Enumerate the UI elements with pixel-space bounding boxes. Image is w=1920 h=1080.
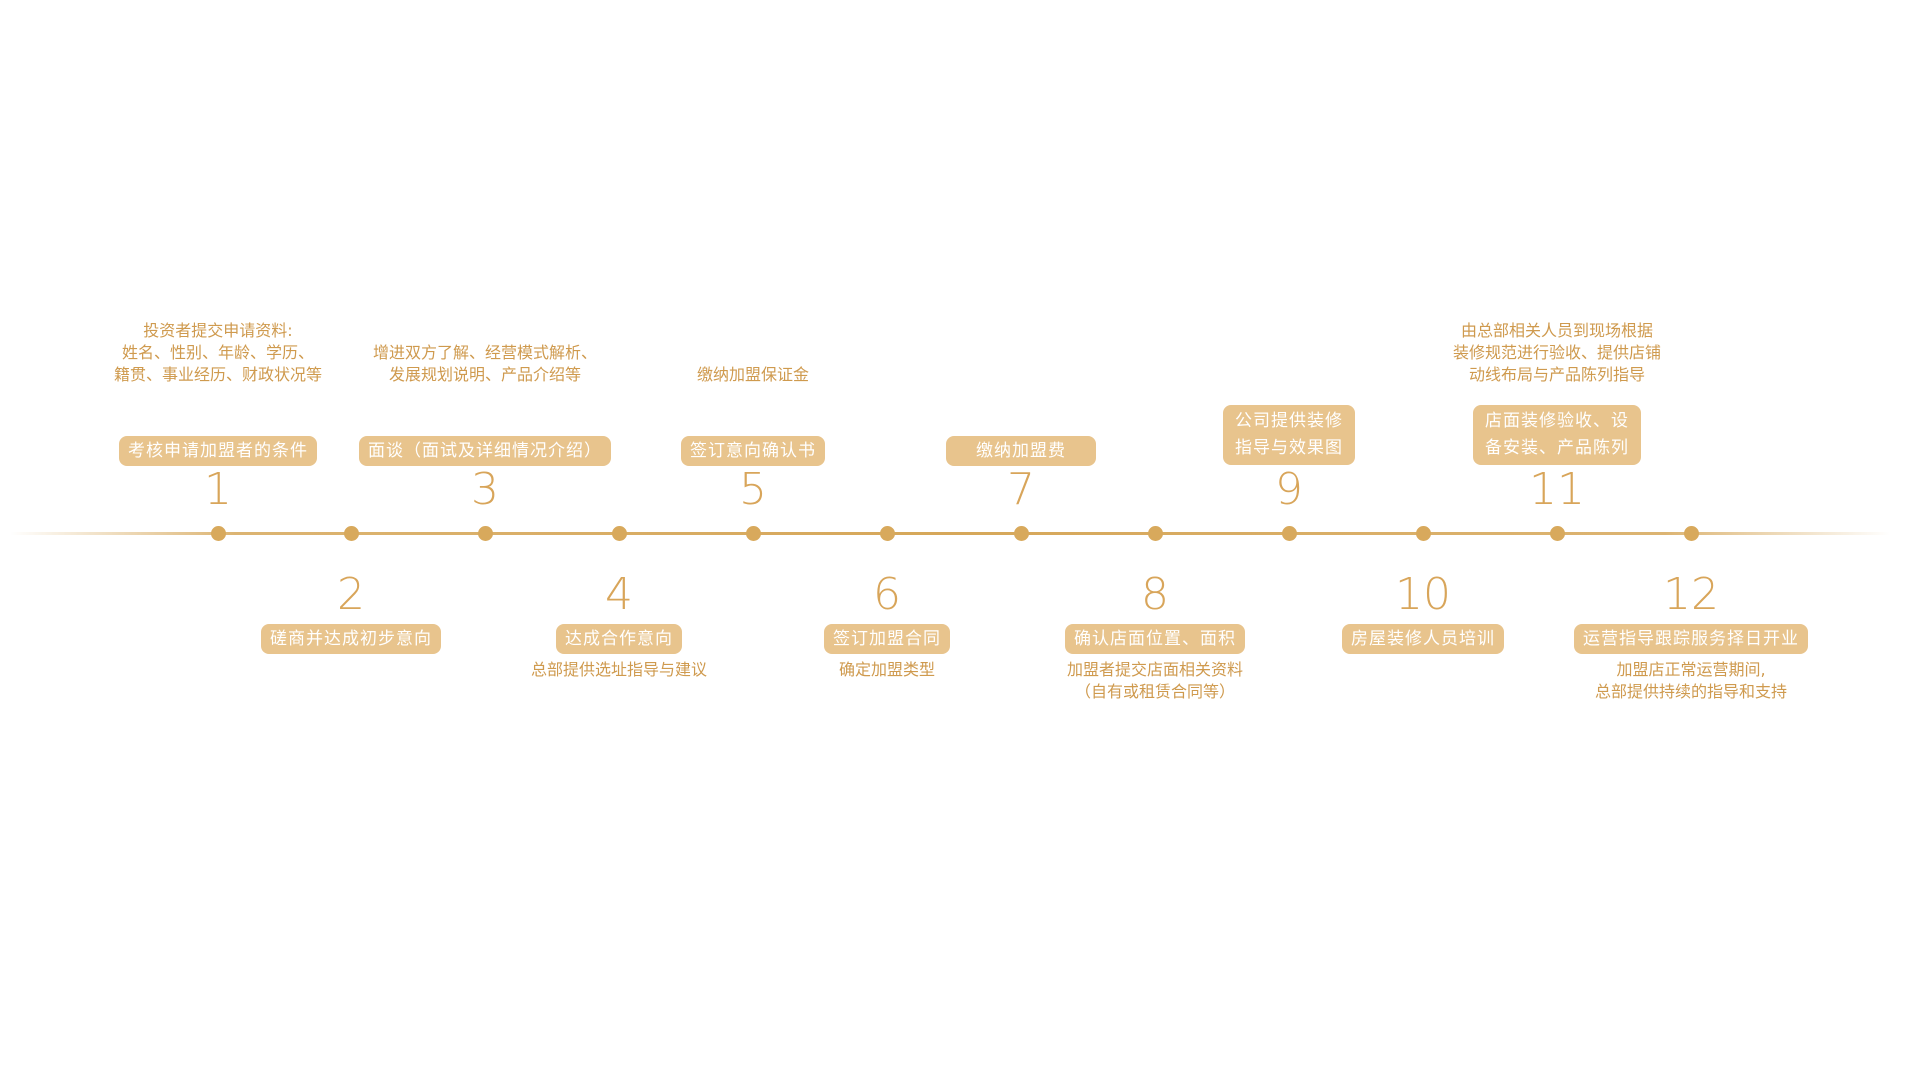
timeline-dot [1281,526,1297,541]
step-11-description: 由总部相关人员到现场根据 装修规范进行验收、提供店铺 动线布局与产品陈列指导 [1452,321,1661,384]
step-3-description: 增进双方了解、经营模式解析、 发展规划说明、产品介绍等 [372,343,597,384]
timeline-dot [879,526,895,541]
timeline-dot [1415,526,1431,541]
step-6-label: 签订加盟合同 [824,624,950,654]
step-2-number: 2 [337,569,365,620]
step-5-number: 5 [739,464,767,515]
timeline-dot [745,526,761,541]
step-7-number: 7 [1007,464,1035,515]
step-1-number: 1 [204,464,232,515]
step-9-number: 9 [1275,464,1303,515]
step-12-label: 运营指导跟踪服务择日开业 [1574,624,1808,654]
timeline-dot [1549,526,1565,541]
step-11-number: 11 [1529,464,1585,515]
step-3-label: 面谈（面试及详细情况介绍） [359,436,611,466]
timeline-dot [1683,526,1699,541]
timeline-dot [1013,526,1029,541]
step-6-number: 6 [873,569,901,620]
step-8-description: 加盟者提交店面相关资料 （自有或租赁合同等） [1066,660,1243,701]
step-11-label: 店面装修验收、设 备安装、产品陈列 [1473,405,1641,465]
step-4-label: 达成合作意向 [556,624,682,654]
step-12-description: 加盟店正常运营期间, 总部提供持续的指导和支持 [1594,660,1787,701]
step-12-number: 12 [1663,569,1719,620]
step-2-label: 磋商并达成初步意向 [261,624,441,654]
timeline-dot [611,526,627,541]
timeline-dot [343,526,359,541]
step-10-label: 房屋装修人员培训 [1342,624,1504,654]
step-1-description: 投资者提交申请资料: 姓名、性别、年龄、学历、 籍贯、事业经历、财政状况等 [113,321,322,384]
step-4-number: 4 [605,569,633,620]
timeline-line [10,532,1890,535]
step-7-label: 缴纳加盟费 [946,436,1096,466]
step-10-number: 10 [1395,569,1451,620]
step-3-number: 3 [471,464,499,515]
timeline-dot [477,526,493,541]
step-5-description: 缴纳加盟保证金 [696,365,809,384]
timeline-dot [1147,526,1163,541]
step-8-label: 确认店面位置、面积 [1065,624,1245,654]
step-1-label: 考核申请加盟者的条件 [119,436,317,466]
step-4-description: 总部提供选址指导与建议 [530,660,707,679]
step-5-label: 签订意向确认书 [681,436,825,466]
step-9-label: 公司提供装修 指导与效果图 [1223,405,1355,465]
step-6-description: 确定加盟类型 [838,660,935,679]
step-8-number: 8 [1141,569,1169,620]
timeline-dot [210,526,226,541]
